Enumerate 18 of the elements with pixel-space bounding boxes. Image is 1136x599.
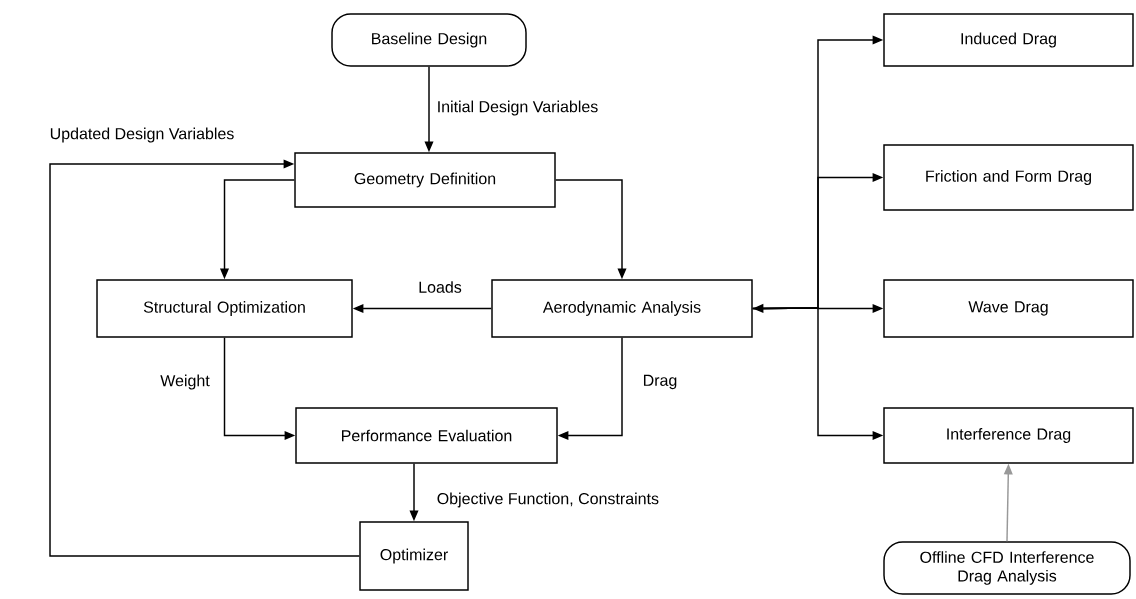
process-box: Optimizer — [359, 521, 469, 591]
edge-label: Drag — [640, 372, 680, 392]
edge-label: Weight — [158, 372, 212, 392]
edge-label: Initial Design Variables — [434, 98, 601, 118]
process-box: Interference Drag — [883, 407, 1134, 464]
process-box: Friction and Form Drag — [883, 144, 1134, 211]
edge-label: Updated Design Variables — [47, 125, 237, 145]
process-box: Induced Drag — [883, 13, 1134, 67]
process-box: Wave Drag — [883, 279, 1134, 338]
process-box: Aerodynamic Analysis — [491, 279, 753, 338]
arrow — [49, 159, 360, 557]
terminal-box: Baseline Design — [331, 13, 527, 67]
process-box: Structural Optimization — [96, 279, 353, 338]
process-box: Performance Evaluation — [295, 407, 558, 464]
process-box: Geometry Definition — [294, 152, 556, 208]
edge-label: Objective Function, Constraints — [434, 490, 662, 510]
terminal-box: Offline CFD Interference Drag Analysis — [883, 541, 1131, 595]
edge-label: Loads — [416, 279, 464, 295]
